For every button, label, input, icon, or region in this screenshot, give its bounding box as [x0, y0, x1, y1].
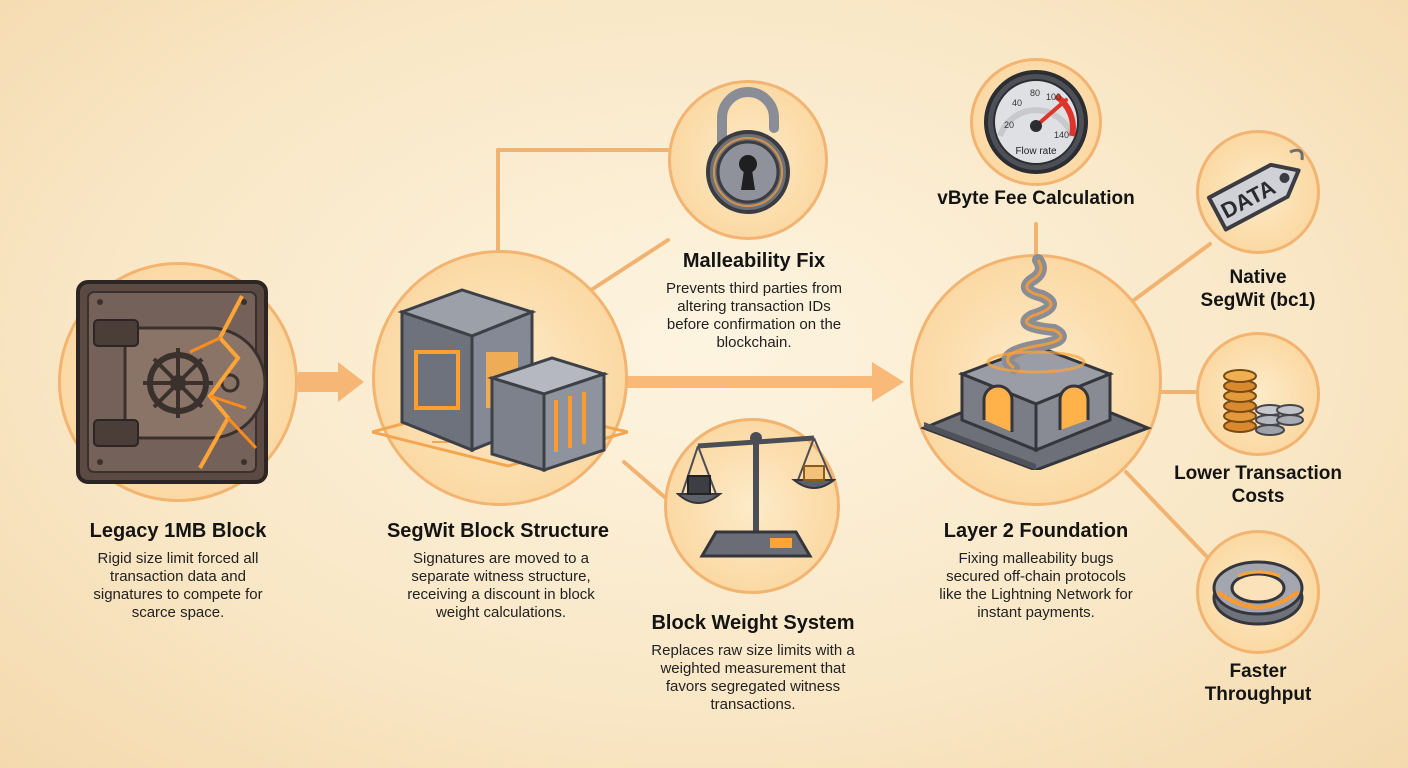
- layer2-description: Fixing malleability bugs secured off-cha…: [936, 550, 1136, 622]
- costs-title-line1: Lower Transaction: [1160, 462, 1356, 485]
- malleability-title: Malleability Fix: [654, 250, 854, 273]
- layer2-tower-icon: [914, 250, 1158, 470]
- vault-icon: [70, 278, 270, 488]
- segwit-block-icon: [372, 282, 628, 472]
- malleability-description: Prevents third parties from altering tra…: [654, 280, 854, 352]
- gauge-tick-2: 40: [1012, 98, 1022, 108]
- legacy-description: Rigid size limit forced all transaction …: [78, 550, 278, 622]
- arrow-segwit-layer2: [626, 362, 904, 402]
- throughput-title: Faster Throughput: [1168, 660, 1348, 706]
- gauge-icon: 20 40 80 100 140 Flow rate: [980, 66, 1092, 178]
- arrow-legacy-segwit: [298, 362, 364, 402]
- legacy-title: Legacy 1MB Block: [58, 520, 298, 543]
- segwit-description: Signatures are moved to a separate witne…: [396, 550, 606, 622]
- gauge-tick-4: 100: [1046, 92, 1061, 102]
- weight-description: Replaces raw size limits with a weighted…: [646, 642, 860, 714]
- throughput-title-line2: Throughput: [1168, 683, 1348, 706]
- weight-title: Block Weight System: [638, 612, 868, 635]
- coin-stack-icon: [1214, 350, 1306, 442]
- gauge-tick-3: 80: [1030, 88, 1040, 98]
- native-title-line1: Native: [1168, 266, 1348, 289]
- throughput-title-line1: Faster: [1168, 660, 1348, 683]
- gauge-label: Flow rate: [1015, 146, 1057, 157]
- costs-title-line2: Costs: [1160, 485, 1356, 508]
- balance-scale-icon: [676, 420, 836, 570]
- native-title: Native SegWit (bc1): [1168, 266, 1348, 312]
- throughput-ring-icon: [1208, 546, 1308, 636]
- native-title-line2: SegWit (bc1): [1168, 289, 1348, 312]
- connector-segwit-weight: [624, 462, 668, 500]
- data-tag-icon: DATA: [1204, 140, 1312, 244]
- padlock-icon: [700, 84, 796, 214]
- gauge-tick-1: 20: [1004, 120, 1014, 130]
- gauge-tick-5: 140: [1054, 130, 1069, 140]
- layer2-title: Layer 2 Foundation: [916, 520, 1156, 543]
- vbyte-title: vByte Fee Calculation: [920, 188, 1152, 210]
- costs-title: Lower Transaction Costs: [1160, 462, 1356, 508]
- segwit-title: SegWit Block Structure: [370, 520, 626, 543]
